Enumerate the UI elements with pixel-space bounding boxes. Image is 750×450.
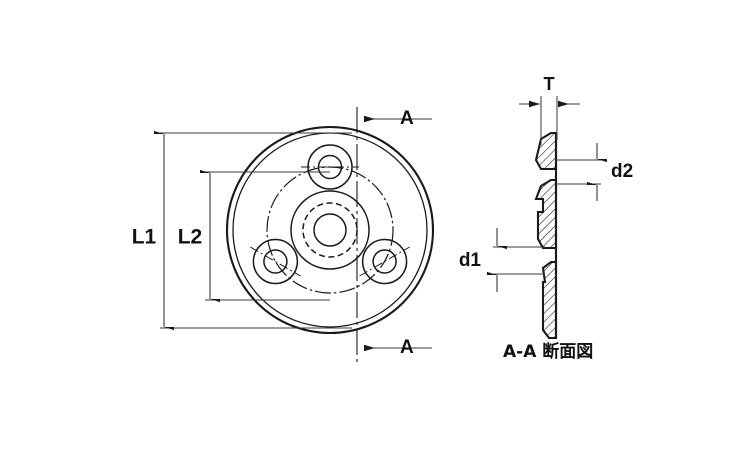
- section-label-a-bottom: A: [400, 337, 414, 358]
- dimension-label-l2: L2: [178, 226, 203, 249]
- bolt-hole-lower-right-bore: [373, 250, 396, 273]
- dimension-l2: L2: [178, 172, 330, 300]
- section-view-group: T d2 d1 A-A 断面図: [459, 74, 633, 362]
- dimension-d1: d1: [459, 228, 545, 292]
- center-bore-circle: [314, 214, 346, 246]
- bolt-hole-lower-right: [360, 240, 410, 284]
- dimension-l1: L1: [132, 133, 352, 328]
- section-boss-middle-hatch: [536, 180, 556, 248]
- section-marker-bottom: A: [364, 337, 432, 358]
- bolt-hole-lower-left: [250, 240, 300, 284]
- front-view-group: A A L1 L2: [132, 107, 433, 366]
- section-boss-middle-outline: [536, 180, 556, 248]
- dimension-label-d2: d2: [611, 161, 633, 182]
- section-marker-top: A: [364, 108, 432, 129]
- dimension-t: T: [519, 74, 580, 145]
- dimension-label-l1: L1: [132, 226, 157, 249]
- section-view-caption: A-A 断面図: [503, 341, 593, 362]
- section-label-a-top: A: [400, 108, 414, 129]
- bolt-hole-lower-left-bore: [264, 250, 287, 273]
- dimension-label-t: T: [544, 74, 555, 94]
- bolt-hole-top: [301, 145, 359, 189]
- dimension-label-d1: d1: [459, 250, 482, 271]
- section-profile: [536, 133, 556, 338]
- bolt-hole-lower-right-countersink: [363, 240, 407, 284]
- center-hub-circle: [291, 191, 369, 269]
- outer-edge-circle: [227, 127, 433, 333]
- section-body-lower-outline: [543, 262, 556, 338]
- section-body-lower-hatch: [543, 262, 556, 338]
- bolt-hole-lower-left-countersink: [253, 240, 297, 284]
- dimension-d2: d2: [556, 143, 633, 201]
